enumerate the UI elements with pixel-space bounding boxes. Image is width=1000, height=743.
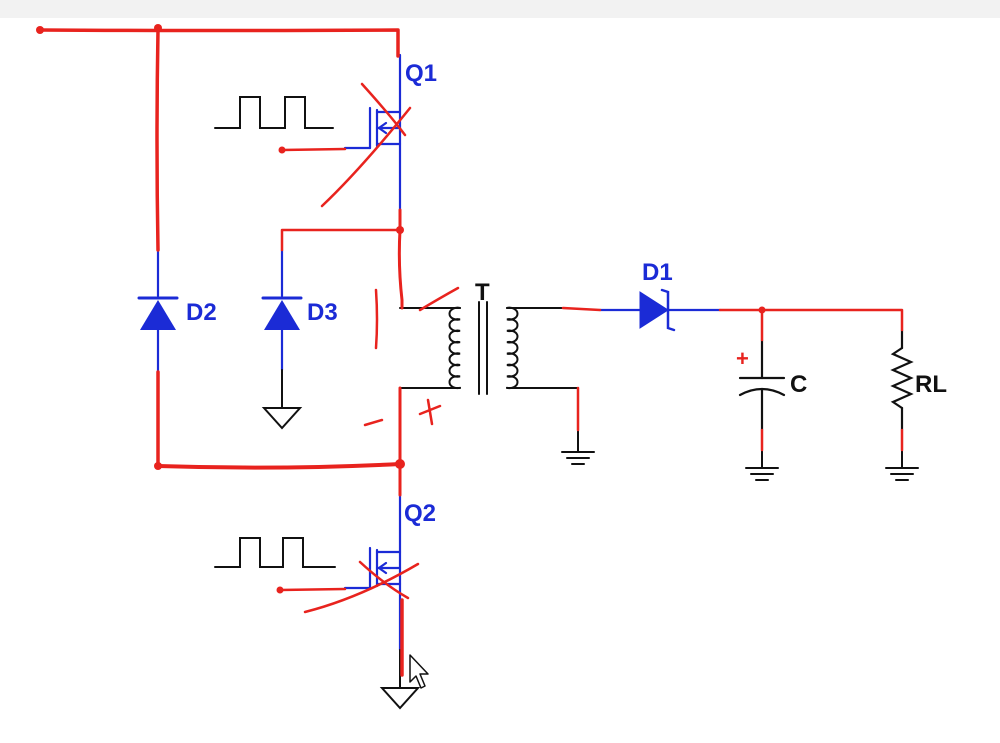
polarity-mark-bottom-dash (363, 418, 384, 427)
red-annotations (36, 24, 904, 677)
resistor-label: RL (915, 371, 947, 398)
d2-label: D2 (186, 299, 217, 326)
d3-diode-symbol (261, 248, 303, 372)
q2-crossout-mark (303, 560, 420, 614)
red-top-bus (38, 28, 400, 58)
mouse-cursor-icon (409, 654, 429, 689)
polarity-mark-top-vertical (374, 288, 379, 350)
capacitor-label: C (790, 371, 807, 398)
transformer-secondary-coil (506, 306, 519, 390)
polarity-mark-top-slash (418, 286, 460, 312)
ground-icon-q2 (379, 649, 421, 710)
capacitor-c-symbol (738, 338, 786, 432)
d3-label: D3 (307, 299, 338, 326)
capacitor-polarity-label: + (736, 346, 749, 371)
red-q1-gate-wire (280, 147, 347, 152)
red-left-vertical (155, 28, 160, 468)
q1-crossout-mark (320, 82, 412, 208)
q1-label: Q1 (405, 60, 437, 87)
top-border-strip (0, 0, 1000, 18)
q1-mosfet-symbol (343, 53, 402, 212)
resistor-rl-symbol (890, 328, 914, 432)
red-output-bus (718, 308, 904, 332)
q1-pulse-waveform-icon (214, 96, 334, 129)
ground-icon-load (885, 449, 919, 481)
d1-diode-symbol (598, 288, 722, 332)
ground-icon-capacitor (745, 449, 779, 481)
transformer-primary-coil (448, 306, 461, 390)
polarity-mark-bottom-plus (418, 398, 442, 426)
q2-pulse-waveform-icon (214, 537, 336, 568)
d1-label: D1 (642, 259, 673, 286)
transformer-label: T (475, 279, 490, 306)
ground-icon-d3 (261, 369, 303, 430)
red-d3-wire (280, 228, 402, 252)
red-bottom-bus (156, 462, 402, 470)
red-q2-gate-wire (278, 587, 347, 592)
q2-mosfet-symbol (343, 493, 402, 652)
q2-label: Q2 (404, 500, 436, 527)
ground-icon-secondary (561, 429, 595, 465)
base-schematic (137, 53, 919, 710)
d2-diode-symbol (137, 248, 179, 374)
red-secondary-to-d1 (561, 306, 602, 312)
